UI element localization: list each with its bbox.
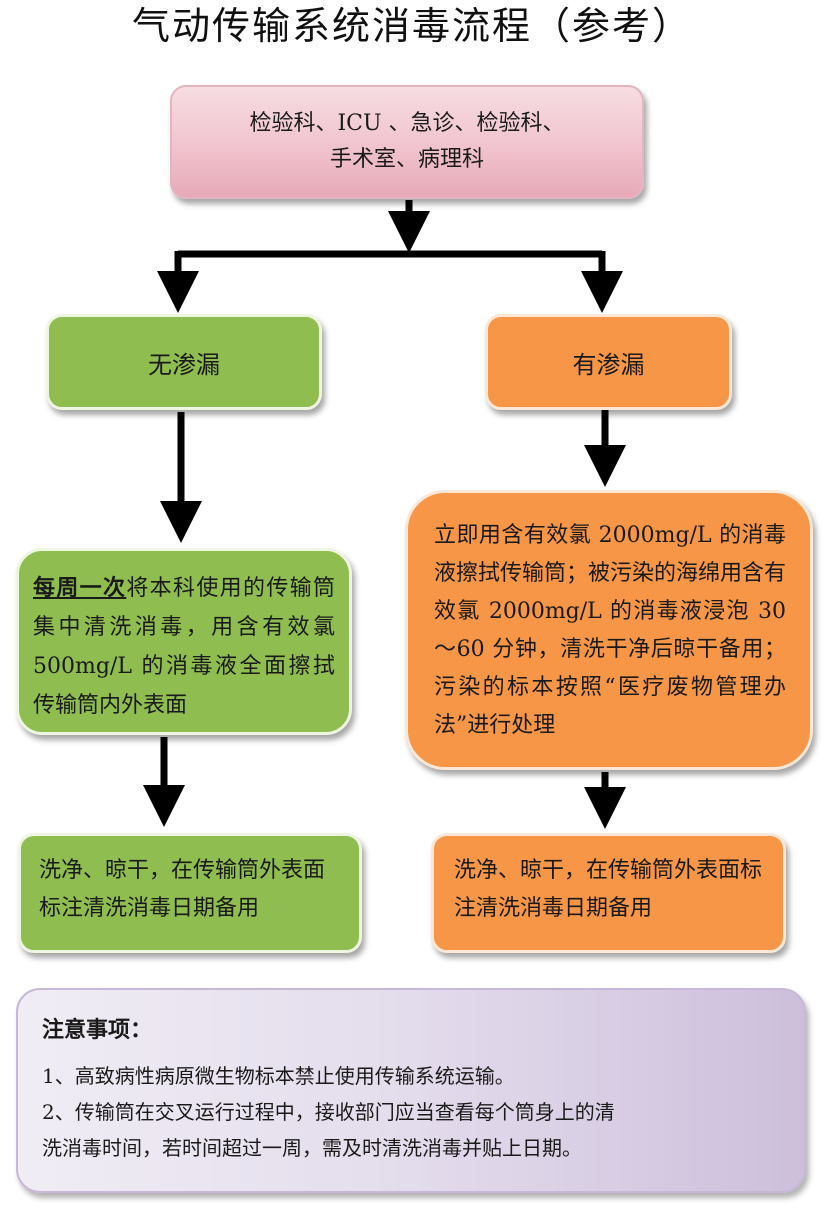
left-end-text: 洗净、晾干，在传输筒外表面标注清洗消毒日期备用 xyxy=(39,858,326,921)
page-title: 气动传输系统消毒流程（参考） xyxy=(131,4,692,48)
no-leak-label: 无渗漏 xyxy=(148,350,220,379)
left-end-box: 洗净、晾干，在传输筒外表面标注清洗消毒日期备用 xyxy=(18,833,362,953)
note-item-1: 1、高致病性病原微生物标本禁止使用传输系统运输。 xyxy=(42,1064,515,1088)
no-leak-box: 无渗漏 xyxy=(46,314,322,410)
source-line-2: 手术室、病理科 xyxy=(329,147,484,172)
source-departments-box: 检验科、ICU 、急诊、检验科、 手术室、病理科 xyxy=(170,85,644,199)
leak-treatment-box: 立即用含有效氯 2000mg/L 的消毒液擦拭传输筒；被污染的海绵用含有效氯 2… xyxy=(405,490,813,770)
note-item-2: 2、传输筒在交叉运行过程中，接收部门应当查看每个筒身上的清 xyxy=(42,1100,615,1124)
leak-label: 有渗漏 xyxy=(572,350,645,379)
weekly-highlight: 每周一次 xyxy=(33,575,127,601)
source-line-1: 检验科、ICU 、急诊、检验科、 xyxy=(249,111,565,136)
notes-box: 注意事项： 1、高致病性病原微生物标本禁止使用传输系统运输。 2、传输筒在交叉运… xyxy=(16,988,806,1193)
notes-title: 注意事项： xyxy=(42,1017,153,1043)
leak-box: 有渗漏 xyxy=(485,314,732,410)
weekly-cleaning-text: 将本科使用的传输筒集中清洗消毒，用含有效氯 500mg/L 的消毒液全面擦拭传输… xyxy=(33,576,335,718)
right-end-text: 洗净、晾干，在传输筒外表面标注清洗消毒日期备用 xyxy=(454,858,763,921)
note-item-3: 洗消毒时间，若时间超过一周，需及时清洗消毒并贴上日期。 xyxy=(42,1136,582,1160)
right-end-box: 洗净、晾干，在传输筒外表面标注清洗消毒日期备用 xyxy=(431,833,786,953)
weekly-cleaning-box: 每周一次将本科使用的传输筒集中清洗消毒，用含有效氯 500mg/L 的消毒液全面… xyxy=(16,548,352,735)
leak-treatment-text: 立即用含有效氯 2000mg/L 的消毒液擦拭传输筒；被污染的海绵用含有效氯 2… xyxy=(434,523,787,738)
